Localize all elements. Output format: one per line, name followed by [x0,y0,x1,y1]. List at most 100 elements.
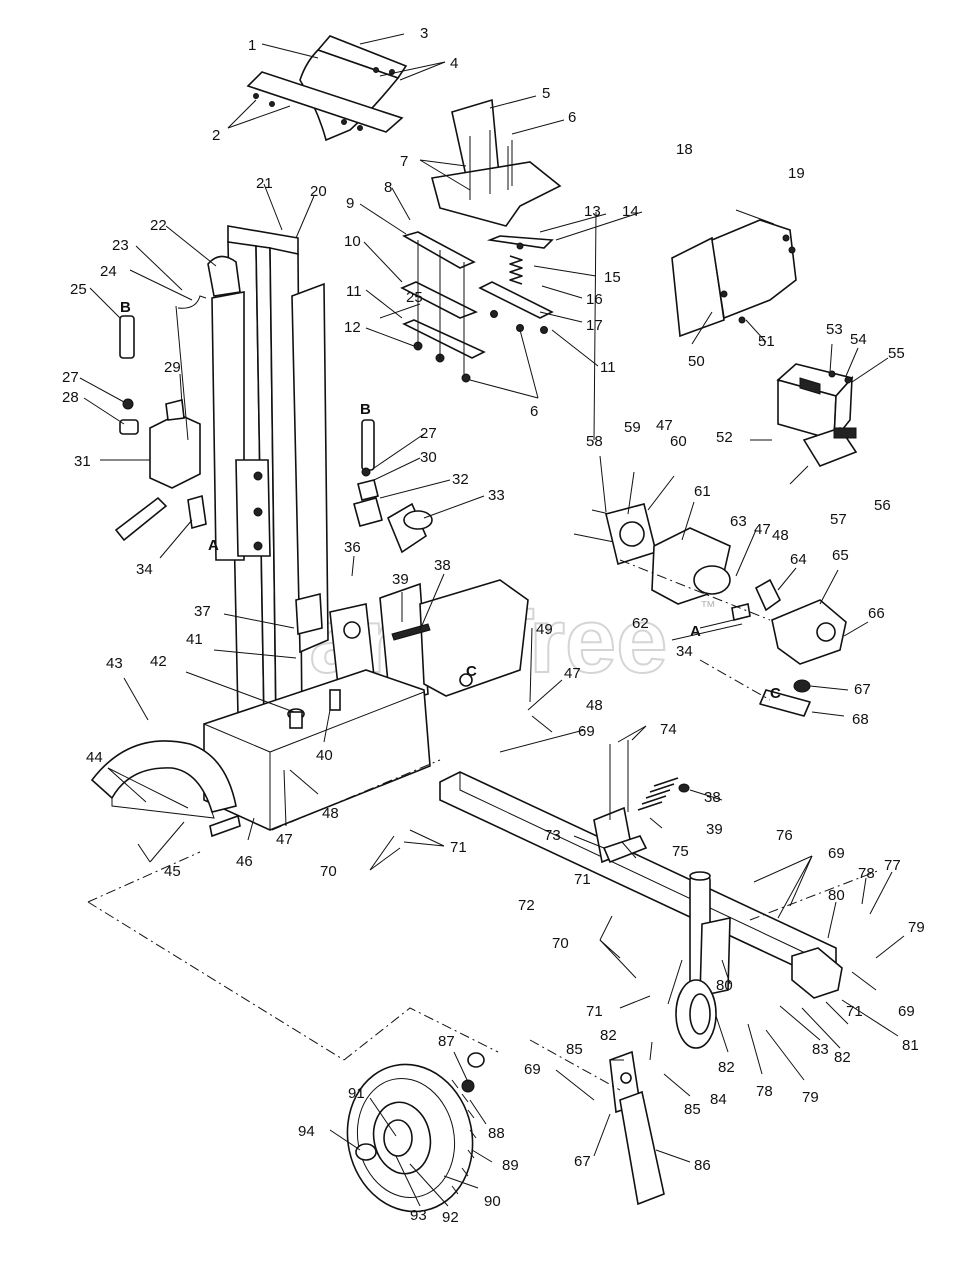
callout-20: 20 [310,183,327,200]
callout-28: 28 [62,389,79,406]
callout-69: 69 [578,723,595,740]
callout-labels: 1 2 3 4 5 6 6 7 8 9 10 11 11 12 13 14 15… [62,25,925,1226]
callout-50: 50 [688,353,705,370]
part-guard-bracket [246,35,408,142]
callout-8: 8 [384,179,392,196]
callout-49: 49 [536,621,553,638]
callout-23: 23 [112,237,129,254]
callout-44: 44 [86,749,103,766]
callout-83: 83 [812,1041,829,1058]
callout-74: 74 [660,721,677,738]
callout-30: 30 [420,449,437,466]
callout-79: 79 [908,919,925,936]
callout-89: 88 [488,1125,505,1142]
callout-16: 16 [586,291,603,308]
callout-47c: 47 [656,417,673,434]
callout-86: 86 [694,1157,711,1174]
callout-85b: 85 [684,1101,701,1118]
callout-55: 55 [888,345,905,362]
callout-47b: 47 [564,665,581,682]
callout-59: 59 [624,419,641,436]
callout-22: 22 [150,217,167,234]
part-lever-bracket [671,209,797,338]
callout-67b: 67 [574,1153,591,1170]
callout-29: 29 [164,359,181,376]
callout-11b: 11 [600,359,616,376]
callout-77: 77 [884,857,901,874]
callout-51: 51 [758,333,775,350]
reference-letters: B B A A C C [120,299,781,702]
callout-69c: 69 [898,1003,915,1020]
callout-10: 10 [344,233,361,250]
callout-66: 66 [868,605,885,622]
callout-6: 6 [568,109,576,126]
callout-39b: 39 [706,821,723,838]
callout-47d: 47 [754,521,771,538]
callout-69d: 69 [524,1061,541,1078]
part-jack-stand [675,871,731,1049]
part-plates-spring [400,231,554,383]
callout-75: 75 [672,843,689,860]
callout-92: 91 [348,1085,365,1102]
callout-39: 39 [392,571,409,588]
part-support-leg [609,1050,665,1206]
part-wedge-plate [430,98,562,227]
part-main-column [207,225,329,729]
callout-42: 42 [150,653,167,670]
callout-7: 7 [400,153,408,170]
callout-82c: 82 [600,1027,617,1044]
callout-84: 84 [710,1091,727,1108]
callout-82: 82 [834,1049,851,1066]
callout-4: 4 [450,55,458,72]
callout-70b: 70 [552,935,569,952]
leader-lines [79,33,905,1207]
callout-67: 67 [854,681,871,698]
callout-71d: 71 [846,1003,863,1020]
callout-80: 80 [828,887,845,904]
callout-79b: 79 [802,1089,819,1106]
callout-85: 85 [566,1041,583,1058]
part-filter-assembly [353,467,433,554]
callout-19: 19 [788,165,805,182]
callout-60: 60 [670,433,687,450]
callout-95: 94 [298,1123,315,1140]
callout-38: 38 [434,557,451,574]
callout-53: 53 [826,321,843,338]
callout-88: 87 [438,1033,455,1050]
callout-18: 18 [676,141,693,158]
part-tube-c [759,689,811,717]
callout-65: 65 [832,547,849,564]
callout-46: 46 [236,853,253,870]
callout-21: 21 [256,175,273,192]
ref-letter-b-right: B [360,401,371,418]
part-control-valve [114,295,207,542]
callout-63: 63 [730,513,747,530]
callout-76: 76 [776,827,793,844]
part-67-fitting [793,679,811,693]
callout-15: 15 [604,269,621,286]
callout-36: 36 [344,539,361,556]
callout-3: 3 [420,25,428,42]
callout-61: 61 [694,483,711,500]
callout-93: 92 [442,1209,459,1226]
ref-letter-a-right: A [690,623,701,640]
callout-57: 57 [830,511,847,528]
part-pump-assembly [573,503,847,665]
callout-94: 93 [410,1207,427,1224]
callout-62: 62 [632,615,649,632]
callout-45: 45 [164,863,181,880]
callout-31: 31 [74,453,91,470]
callout-2: 2 [212,127,220,144]
part-wheel [346,1052,485,1213]
callout-5: 5 [542,85,550,102]
callout-70: 70 [320,863,337,880]
callout-27b: 27 [420,425,437,442]
callout-68: 68 [852,711,869,728]
callout-37: 37 [194,603,211,620]
callout-47: 47 [276,831,293,848]
part-tank-fender [90,669,431,838]
callout-32: 32 [452,471,469,488]
callout-41: 41 [186,631,203,648]
callout-33: 33 [488,487,505,504]
